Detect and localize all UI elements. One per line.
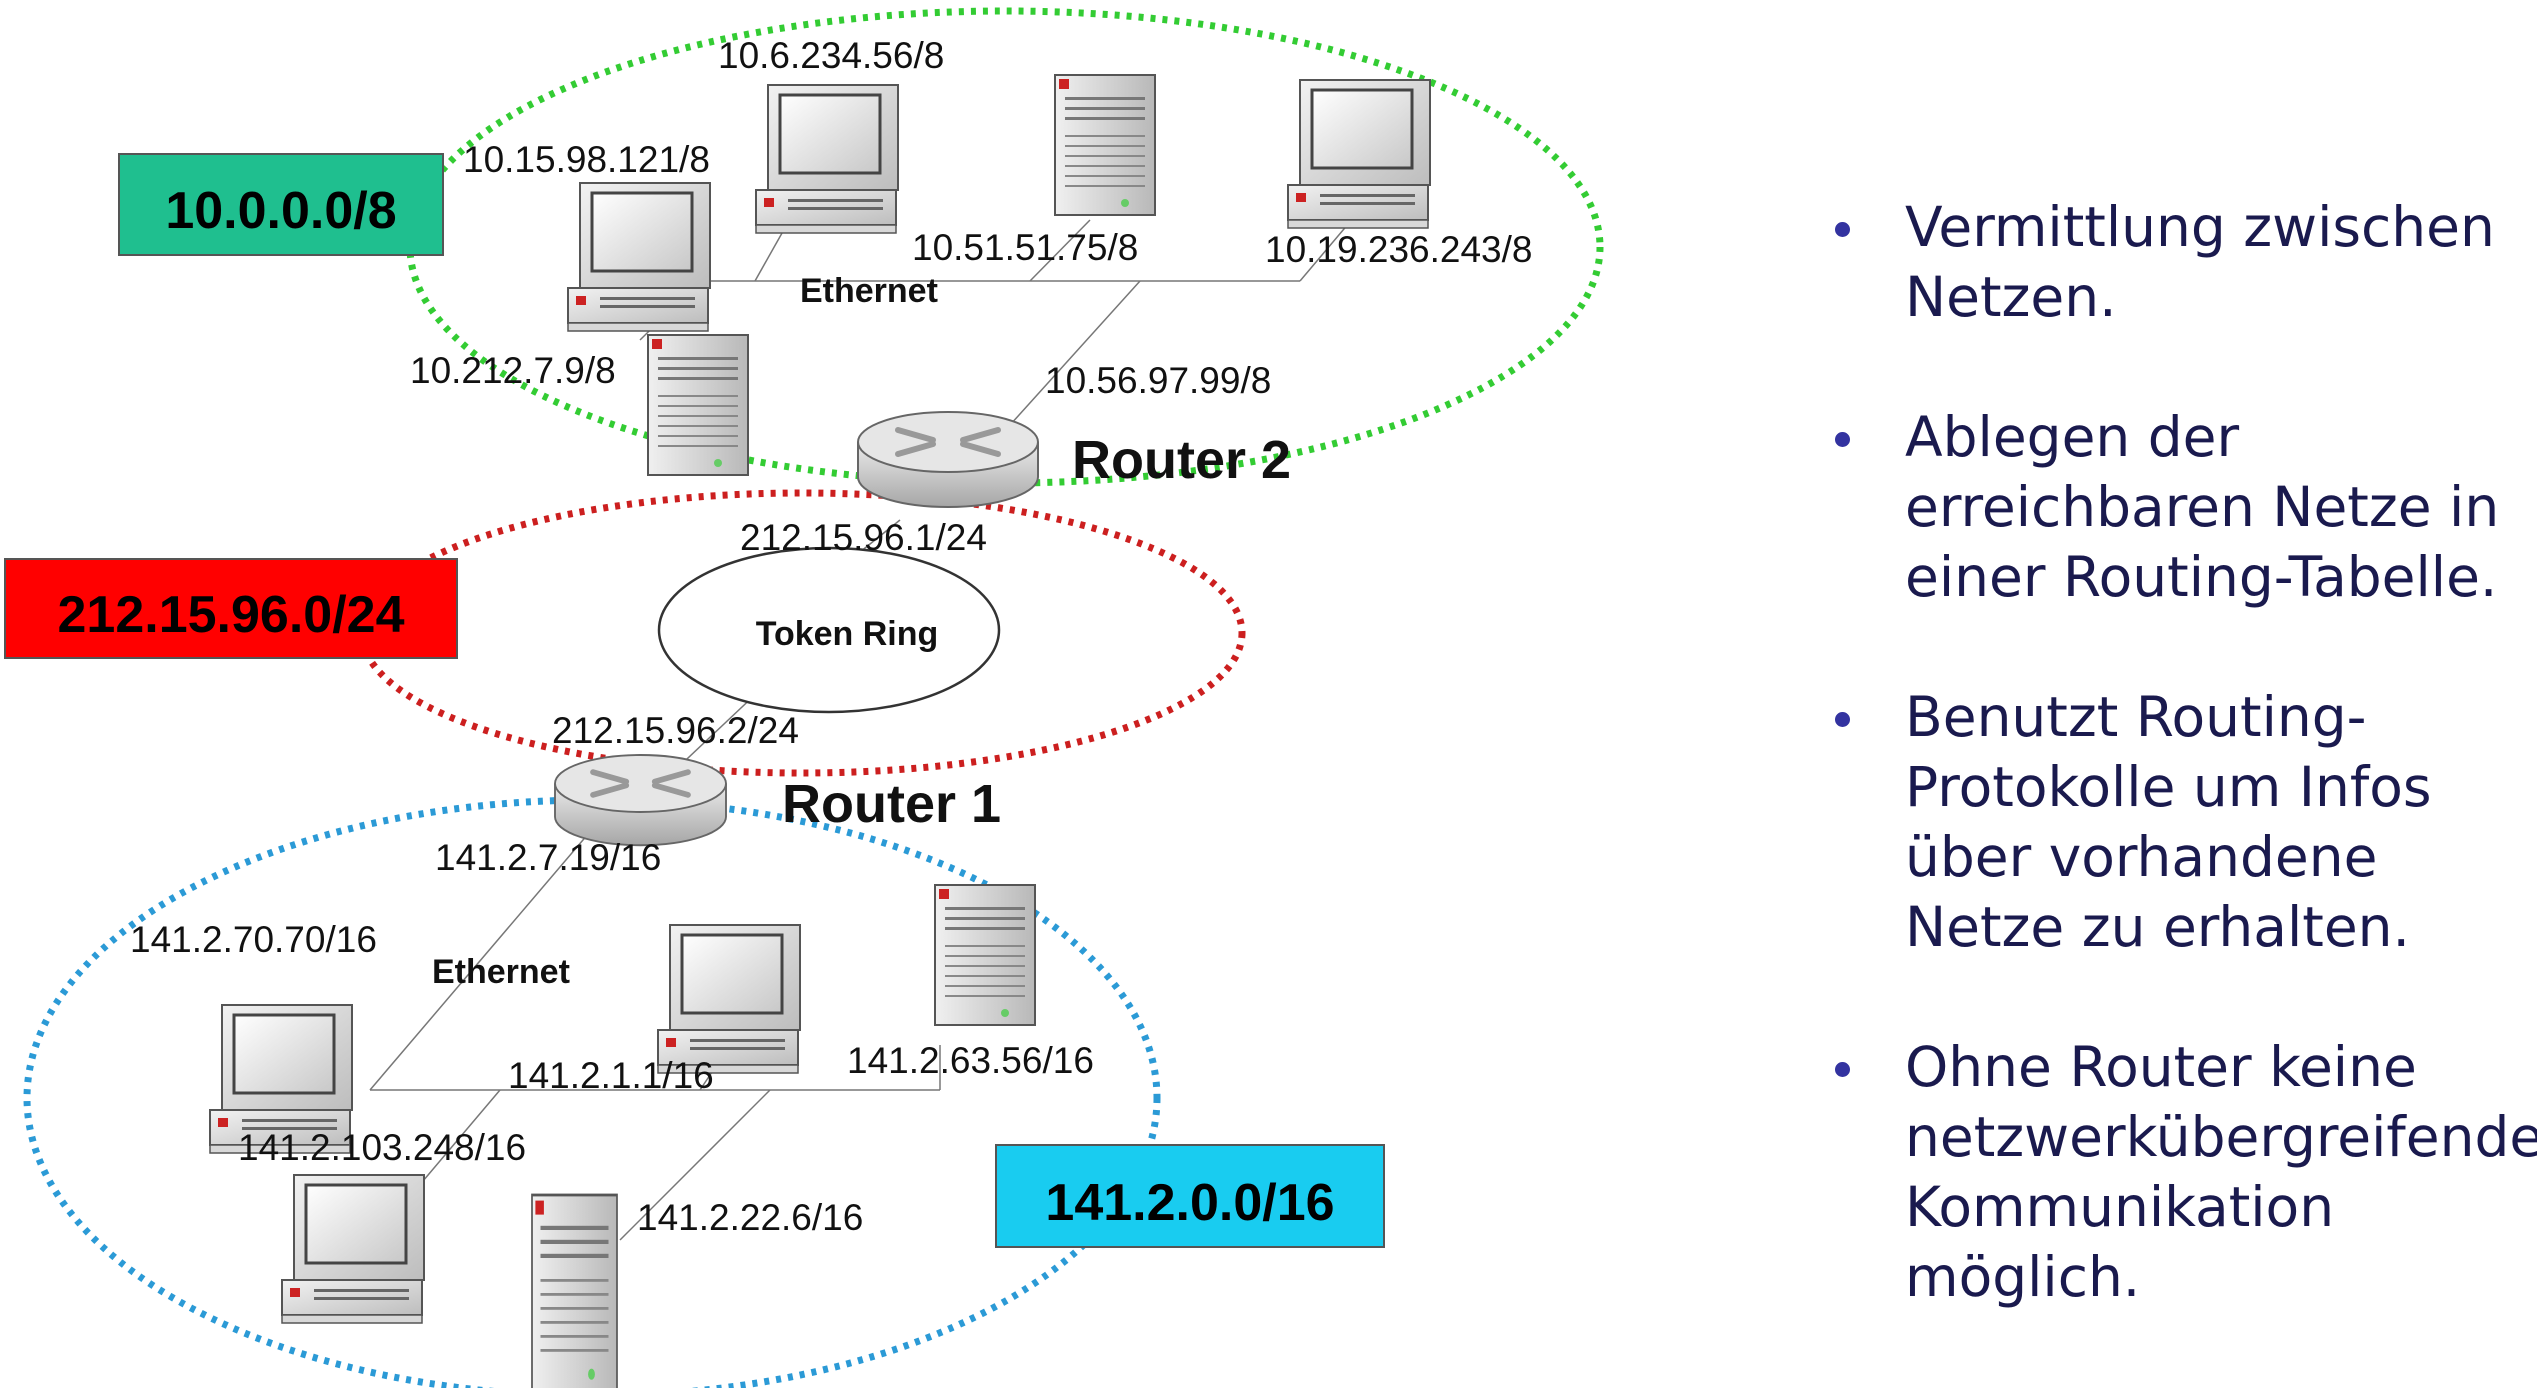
bullet-item: Vermittlung zwischen Netzen. xyxy=(1835,192,2525,332)
ethernet-bottom-label: Ethernet xyxy=(432,953,570,991)
router-1 xyxy=(555,755,726,845)
router1-label: Router 1 xyxy=(782,774,1001,834)
addr-141-70: 141.2.70.70/16 xyxy=(130,919,377,960)
bullet-list: Vermittlung zwischen Netzen. Ablegen der… xyxy=(1835,192,2537,1382)
addr-10-6: 10.6.234.56/8 xyxy=(718,35,944,76)
addr-10-15: 10.15.98.121/8 xyxy=(463,139,710,180)
addr-141-22: 141.2.22.6/16 xyxy=(637,1197,863,1238)
addr-212-1: 212.15.96.1/24 xyxy=(740,517,987,558)
addr-141-103: 141.2.103.248/16 xyxy=(238,1127,526,1168)
addr-10-212: 10.212.7.9/8 xyxy=(410,350,616,391)
network-ellipse-10 xyxy=(406,7,1604,487)
pc-10-15 xyxy=(566,181,712,333)
pc-141-103 xyxy=(280,1173,426,1325)
ethernet-top-label: Ethernet xyxy=(800,272,938,310)
pc-10-6 xyxy=(754,83,900,235)
pc-10-19 xyxy=(1286,78,1432,230)
addr-141-1: 141.2.1.1/16 xyxy=(508,1055,714,1096)
bullet-item: Benutzt Routing-Protokolle um Infos über… xyxy=(1835,682,2525,962)
server-10-212 xyxy=(647,334,749,476)
server-141-63 xyxy=(934,884,1036,1026)
net-212-label: 212.15.96.0/24 xyxy=(58,586,405,644)
router-2 xyxy=(858,412,1038,507)
bullet-item: Ablegen der erreichbaren Netze in einer … xyxy=(1835,402,2525,612)
ethernet-cabling-bottom xyxy=(369,819,941,1241)
router2-label: Router 2 xyxy=(1072,430,1291,490)
server-10-51 xyxy=(1054,74,1156,216)
net-212-box xyxy=(4,558,458,659)
addr-10-56: 10.56.97.99/8 xyxy=(1045,360,1271,401)
net-10-box xyxy=(118,153,444,256)
addr-10-19: 10.19.236.243/8 xyxy=(1265,229,1532,270)
pc-141-1 xyxy=(656,923,802,1075)
addr-10-51: 10.51.51.75/8 xyxy=(912,227,1138,268)
addr-141-63: 141.2.63.56/16 xyxy=(847,1040,1094,1081)
token-ring xyxy=(657,546,1001,714)
token-ring-label: Token Ring xyxy=(756,615,939,653)
addr-141-7: 141.2.7.19/16 xyxy=(435,837,661,878)
bullet-item: Ohne Router keine netzwerkübergreifende … xyxy=(1835,1032,2537,1312)
net-141-box xyxy=(995,1144,1385,1248)
addr-212-2: 212.15.96.2/24 xyxy=(552,710,799,751)
server-141-22 xyxy=(530,1193,619,1388)
net-141-label: 141.2.0.0/16 xyxy=(1045,1174,1334,1232)
network-ellipse-141 xyxy=(23,796,1161,1388)
net-10-label: 10.0.0.0/8 xyxy=(165,182,396,240)
